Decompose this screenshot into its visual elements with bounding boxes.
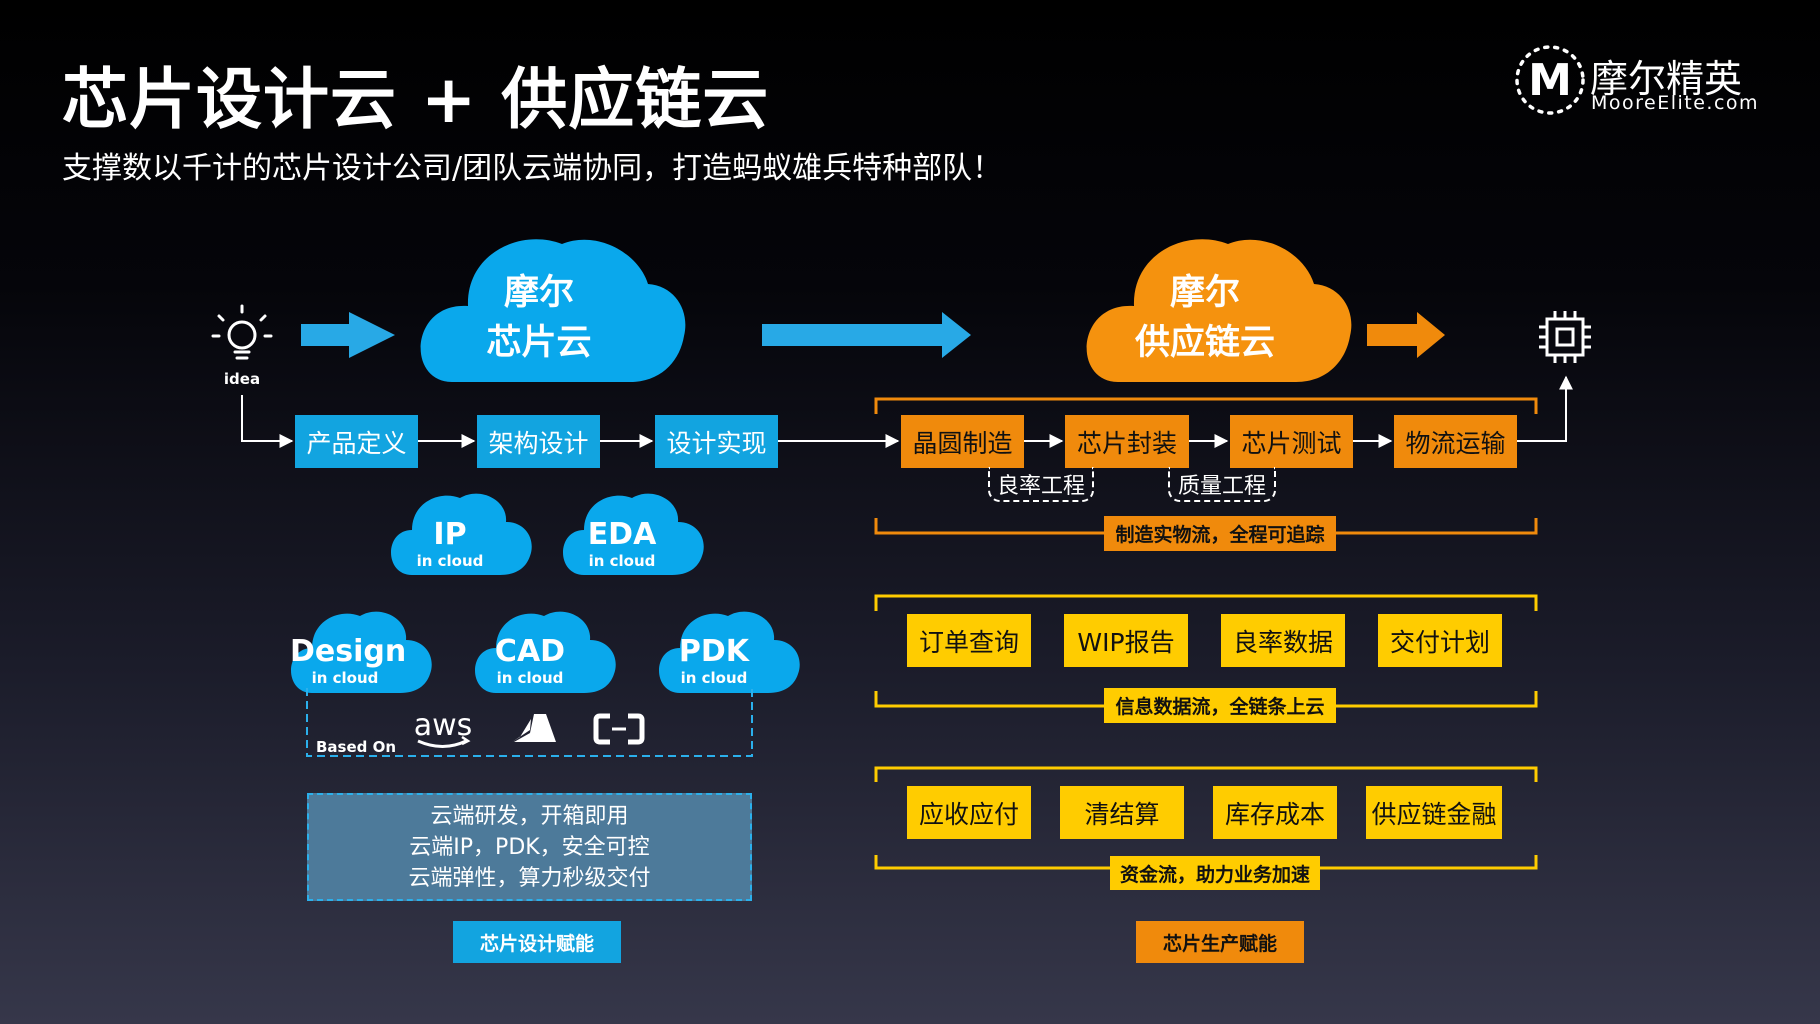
cloud-design-label: Design in cloud bbox=[290, 634, 407, 688]
info-item-delivery-plan: 交付计划 bbox=[1378, 614, 1502, 667]
supply-cloud-line1: 摩尔 bbox=[1169, 273, 1240, 313]
logo-mark-icon: M bbox=[1515, 45, 1585, 115]
idea-label: idea bbox=[223, 370, 261, 388]
cloud-cad-shape bbox=[475, 611, 616, 693]
step-chip-packaging: 芯片封装 bbox=[1065, 415, 1189, 468]
cloud-ip-name: IP bbox=[433, 517, 467, 552]
sub-label-yield-engineering: 良率工程 bbox=[988, 467, 1094, 502]
cloud-eda-label: EDA in cloud bbox=[572, 517, 672, 571]
design-benefit-1: 云端研发，开箱即用 bbox=[430, 803, 629, 829]
step-logistics: 物流运输 bbox=[1394, 415, 1517, 468]
design-cloud-label: 摩尔 芯片云 bbox=[474, 268, 604, 368]
info-item-wip-report: WIP报告 bbox=[1064, 614, 1188, 667]
cloud-pdk-shape bbox=[659, 611, 800, 693]
cloud-ip-shape bbox=[391, 493, 532, 575]
cloud-eda-shape bbox=[563, 493, 704, 575]
based-on-frame bbox=[306, 688, 753, 757]
cloud-cad-sub: in cloud bbox=[496, 669, 564, 687]
finance-item-supply-chain-finance: 供应链金融 bbox=[1366, 786, 1502, 839]
design-benefit-3: 云端弹性，算力秒级交付 bbox=[408, 865, 651, 891]
arrow-design-to-supply bbox=[762, 312, 971, 358]
page-subtitle: 支撑数以千计的芯片设计公司/团队云端协同，打造蚂蚁雄兵特种部队！ bbox=[62, 151, 1003, 186]
step-product-definition: 产品定义 bbox=[295, 415, 418, 468]
step-design-implementation: 设计实现 bbox=[655, 415, 778, 468]
cloud-eda-name: EDA bbox=[587, 517, 657, 552]
info-flow-label: 信息数据流，全链条上云 bbox=[1104, 688, 1336, 723]
brand-logo: M 摩尔精英 MooreElite.com bbox=[1510, 40, 1790, 120]
cloud-ip-sub: in cloud bbox=[416, 552, 484, 570]
arrow-idea-to-design-cloud bbox=[301, 312, 395, 358]
design-cloud-shape bbox=[420, 239, 686, 382]
lightbulb-icon bbox=[211, 304, 273, 360]
aws-logo-icon: aws bbox=[414, 708, 472, 748]
aliyun-logo-icon bbox=[593, 713, 645, 745]
cloud-design-sub: in cloud bbox=[311, 669, 379, 687]
arrow-supply-to-chip bbox=[1367, 312, 1445, 358]
flow-line-idea-to-step1 bbox=[241, 395, 294, 448]
step-wafer-manufacturing: 晶圆制造 bbox=[901, 415, 1024, 468]
sub-label-quality-engineering: 质量工程 bbox=[1168, 467, 1276, 502]
cloud-pdk-sub: in cloud bbox=[680, 669, 748, 687]
finance-item-settlement: 清结算 bbox=[1060, 786, 1184, 839]
design-cloud-line2: 芯片云 bbox=[486, 323, 592, 363]
cloud-eda-sub: in cloud bbox=[588, 552, 656, 570]
design-enable-label: 芯片设计赋能 bbox=[453, 921, 621, 963]
finance-item-inventory-cost: 库存成本 bbox=[1213, 786, 1337, 839]
cloud-pdk-label: PDK in cloud bbox=[664, 634, 764, 688]
based-on-label: Based On bbox=[316, 738, 397, 756]
info-item-yield-data: 良率数据 bbox=[1221, 614, 1345, 667]
logo-mark-letter: M bbox=[1528, 55, 1572, 106]
cloud-cad-label: CAD in cloud bbox=[480, 634, 580, 688]
page-title: 芯片设计云 + 供应链云 bbox=[62, 61, 770, 138]
info-item-order-query: 订单查询 bbox=[907, 614, 1031, 667]
material-flow-label: 制造实物流，全程可追踪 bbox=[1104, 516, 1336, 551]
flow-line-mfg4-to-chip bbox=[1517, 375, 1573, 442]
chip-icon bbox=[1539, 311, 1591, 363]
cloud-cad-name: CAD bbox=[494, 634, 566, 669]
supply-cloud-line2: 供应链云 bbox=[1134, 323, 1275, 363]
azure-logo-icon bbox=[512, 714, 556, 742]
logo-en-text: MooreElite.com bbox=[1591, 92, 1760, 114]
cloud-ip-label: IP in cloud bbox=[400, 517, 500, 571]
design-cloud-line1: 摩尔 bbox=[503, 273, 574, 313]
cloud-pdk-name: PDK bbox=[678, 634, 750, 669]
step-chip-testing: 芯片测试 bbox=[1230, 415, 1353, 468]
supply-cloud-label: 摩尔 供应链云 bbox=[1130, 268, 1280, 368]
design-benefits-box: 云端研发，开箱即用 云端IP，PDK，安全可控 云端弹性，算力秒级交付 bbox=[307, 793, 752, 901]
logo-cn-text: 摩尔精英 bbox=[1590, 57, 1743, 101]
step-architecture-design: 架构设计 bbox=[477, 415, 600, 468]
cloud-design-name: Design bbox=[290, 634, 407, 669]
supply-cloud-shape bbox=[1086, 239, 1352, 382]
design-benefit-2: 云端IP，PDK，安全可控 bbox=[409, 834, 650, 860]
finance-flow-label: 资金流，助力业务加速 bbox=[1110, 856, 1320, 890]
cloud-design-shape bbox=[291, 611, 432, 693]
production-enable-label: 芯片生产赋能 bbox=[1136, 921, 1304, 963]
finance-item-receivable-payable: 应收应付 bbox=[907, 786, 1031, 839]
